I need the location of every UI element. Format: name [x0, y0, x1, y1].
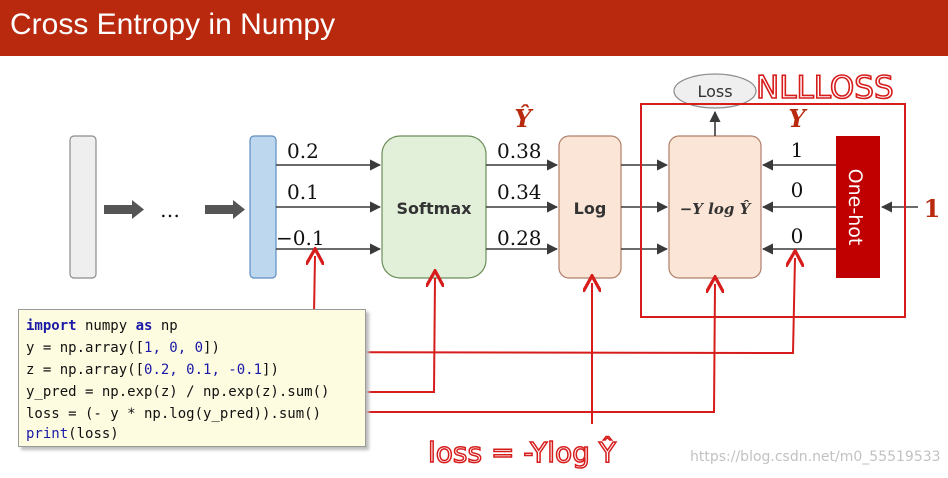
logit-vector	[249, 135, 277, 279]
input-vector	[69, 135, 97, 279]
log-label: Log	[574, 199, 607, 218]
nllloss-annotation: NLLLOSS	[756, 70, 894, 106]
code-keyword-print: print	[26, 426, 69, 442]
loss-node	[673, 73, 757, 109]
hidden-layers-ellipsis: …	[160, 198, 180, 222]
code-line-3: z = np.array([0.2, 0.1, -0.1])	[26, 359, 279, 381]
code-numbers: 0.2, 0.1, -0.1	[144, 362, 263, 378]
onehot-box	[836, 136, 880, 278]
y-label: Y	[788, 104, 808, 133]
code-keyword-as: as	[135, 318, 153, 334]
code-line-4: y_pred = np.exp(z) / np.exp(z).sum()	[26, 384, 330, 400]
nllloss-frame	[640, 103, 906, 318]
title-bar: Cross Entropy in Numpy	[0, 0, 948, 56]
class-index-value: 1	[924, 194, 941, 223]
code-text: y = np.array([	[26, 340, 145, 356]
code-snippet: import numpy as np y = np.array([1, 0, 0…	[18, 309, 366, 447]
onehot-value-3: 0	[791, 224, 804, 248]
prob-value-1: 0.38	[497, 139, 542, 163]
prob-value-3: 0.28	[497, 226, 542, 250]
code-line-5: loss = (- y * np.log(y_pred)).sum()	[26, 406, 322, 422]
code-text: numpy	[76, 318, 136, 334]
onehot-value-1: 1	[791, 138, 804, 162]
code-line-2: y = np.array([1, 0, 0])	[26, 337, 220, 359]
code-text: np	[152, 318, 178, 334]
flow-arrow-1	[104, 200, 144, 219]
code-text: ])	[203, 340, 220, 356]
logit-value-2: 0.1	[287, 180, 319, 204]
code-line-6: print(loss)	[26, 423, 119, 445]
yhat-label: Ŷ	[514, 104, 534, 133]
softmax-label: Softmax	[397, 199, 473, 218]
loss-node-label: Loss	[697, 82, 732, 101]
watermark-text: https://blog.csdn.net/m0_55519533	[690, 449, 941, 465]
logit-value-1: 0.2	[287, 139, 319, 163]
logit-value-3: −0.1	[276, 226, 325, 250]
connector-ypred-to-softmax	[356, 278, 435, 393]
onehot-value-2: 0	[791, 178, 804, 202]
loss-formula-label: −Y log Ŷ	[680, 200, 752, 218]
connector-loss-to-formula	[354, 284, 715, 413]
flow-arrow-2	[205, 200, 245, 219]
code-keyword-import: import	[26, 318, 77, 334]
code-line-1: import numpy as np	[26, 315, 178, 337]
prob-value-2: 0.34	[497, 180, 542, 204]
handwritten-loss-formula: loss = -Ylog Ŷ	[428, 435, 617, 469]
code-text: z = np.array([	[26, 362, 145, 378]
onehot-label: One-hot	[844, 169, 866, 246]
page-title: Cross Entropy in Numpy	[10, 8, 336, 41]
code-text: ])	[262, 362, 279, 378]
code-numbers: 1, 0, 0	[144, 340, 204, 356]
code-text: (loss)	[68, 426, 119, 442]
